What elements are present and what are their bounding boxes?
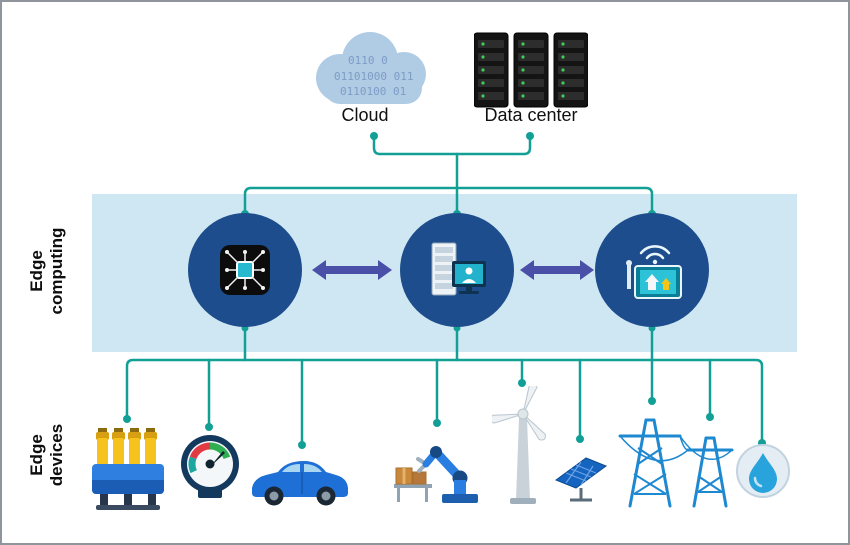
- edge-nodes-bus-line: [243, 186, 654, 215]
- cloud-icon: 0110 0 01101000 011 0110100 01: [302, 26, 442, 110]
- cloud-label: Cloud: [341, 105, 389, 125]
- robotic-arm-icon: [390, 428, 486, 508]
- edge-server-monitor-icon: [431, 242, 486, 296]
- transmission-towers-icon: [600, 402, 752, 512]
- edge-computing-label: Edge computing: [26, 227, 66, 315]
- gauge-meter-icon: [178, 432, 242, 502]
- cloud-binary-line-1: 0110 0: [348, 54, 388, 67]
- cloud-connector-line: [372, 134, 459, 156]
- datacenter-connector-line: [455, 134, 532, 156]
- cloud-binary-line-2: 01101000 011: [334, 70, 413, 83]
- car-icon: [248, 448, 352, 508]
- wind-turbine-icon: [492, 386, 554, 508]
- smart-terminal-wifi-icon: [626, 245, 682, 299]
- water-drop-icon: [734, 442, 792, 500]
- devices-bus-line: [125, 358, 764, 444]
- edge-node-chip: [188, 213, 302, 327]
- server-racks-icon: [474, 32, 588, 108]
- solar-panel-icon: [552, 442, 610, 506]
- edge-devices-label: Edge devices: [26, 423, 66, 487]
- arrow-node1-node2: [312, 260, 392, 280]
- data-center-label: Data center: [484, 105, 578, 125]
- edge-node-server: [400, 213, 514, 327]
- arrow-node2-node3: [520, 260, 594, 280]
- cloud-binary-line-3: 0110100 01: [340, 85, 406, 98]
- industrial-engine-icon: [88, 426, 168, 514]
- edge-node-terminal: [595, 213, 709, 327]
- processor-chip-icon: [220, 245, 270, 295]
